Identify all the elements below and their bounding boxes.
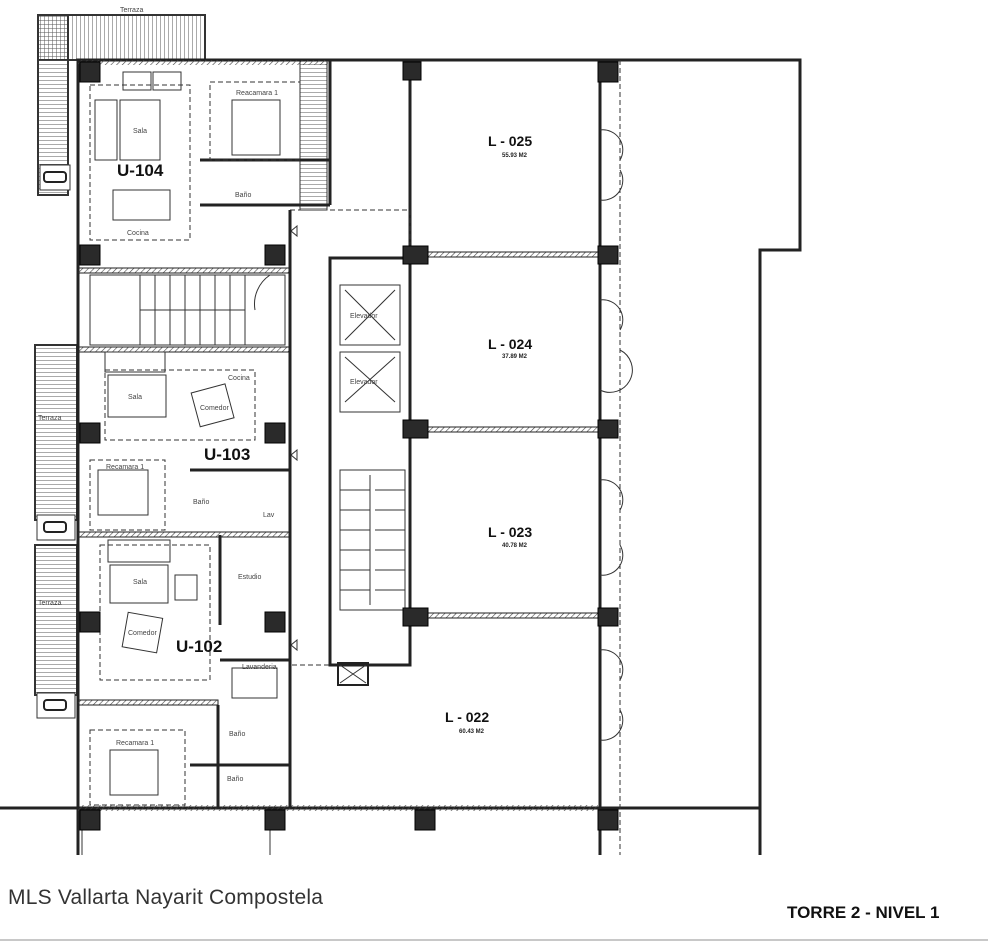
unit-label-u102: U-102: [176, 637, 222, 656]
locale-area-l022: 60.43 M2: [459, 729, 485, 735]
room-label: Lav: [263, 512, 275, 519]
balcony-rail: [299, 59, 328, 211]
room-label: Baño: [193, 499, 209, 506]
terrace-top: [37, 14, 206, 196]
corridor: [289, 209, 412, 686]
room-label: Recamara 1: [116, 740, 154, 747]
room-label: Sala: [133, 128, 147, 135]
room-label: Comedor: [128, 630, 157, 637]
room-label: Baño: [229, 731, 245, 738]
terrace-label: Terraza: [38, 415, 61, 422]
terrace-left-u103: [34, 344, 78, 541]
unit-label-u104: U-104: [117, 161, 164, 180]
room-label: Recamara 1: [106, 464, 144, 471]
room-label: Estudio: [238, 574, 261, 581]
exterior-walls: [0, 58, 802, 855]
room-label: Reacamara 1: [236, 90, 278, 97]
room-label: Lavanderia: [242, 664, 277, 671]
terrace-left-u102: [34, 544, 78, 719]
locale-labels: L - 025 55.93 M2 L - 024 37.89 M2 L - 02…: [445, 133, 532, 735]
unit-label-u103: U-103: [204, 445, 250, 464]
sheet-title: TORRE 2 - NIVEL 1: [787, 903, 940, 922]
locale-label-l023: L - 023: [488, 524, 532, 540]
elevator-label: Elevador: [350, 313, 378, 320]
locale-area-l024: 37.89 M2: [502, 354, 528, 360]
locale-label-l024: L - 024: [488, 336, 532, 352]
room-label: Sala: [133, 579, 147, 586]
project-name: MLS Vallarta Nayarit Compostela: [8, 886, 324, 909]
locale-area-l023: 40.78 M2: [502, 543, 528, 549]
room-label: Baño: [227, 776, 243, 783]
terrace-label: Terraza: [120, 7, 143, 14]
elevator-label: Elevador: [350, 379, 378, 386]
footer-divider: [0, 939, 988, 941]
terrace-label: Terraza: [38, 600, 61, 607]
room-label: Cocina: [127, 230, 149, 237]
unit-labels: U-104 U-103 U-102: [117, 161, 250, 656]
locale-area-l025: 55.93 M2: [502, 153, 528, 159]
locale-label-l022: L - 022: [445, 709, 489, 725]
floor-plan: Terraza Sala Cocina Reacamara 1 Baño Sal…: [0, 7, 802, 855]
room-label: Sala: [128, 394, 142, 401]
unit-walls: [77, 60, 332, 808]
locale-label-l025: L - 025: [488, 133, 532, 149]
room-labels: Terraza Sala Cocina Reacamara 1 Baño Sal…: [38, 7, 378, 783]
room-label: Baño: [235, 192, 251, 199]
structural-columns: [79, 61, 619, 831]
room-label: Cocina: [228, 375, 250, 382]
room-label: Comedor: [200, 405, 229, 412]
locales-partitions: [408, 60, 633, 855]
